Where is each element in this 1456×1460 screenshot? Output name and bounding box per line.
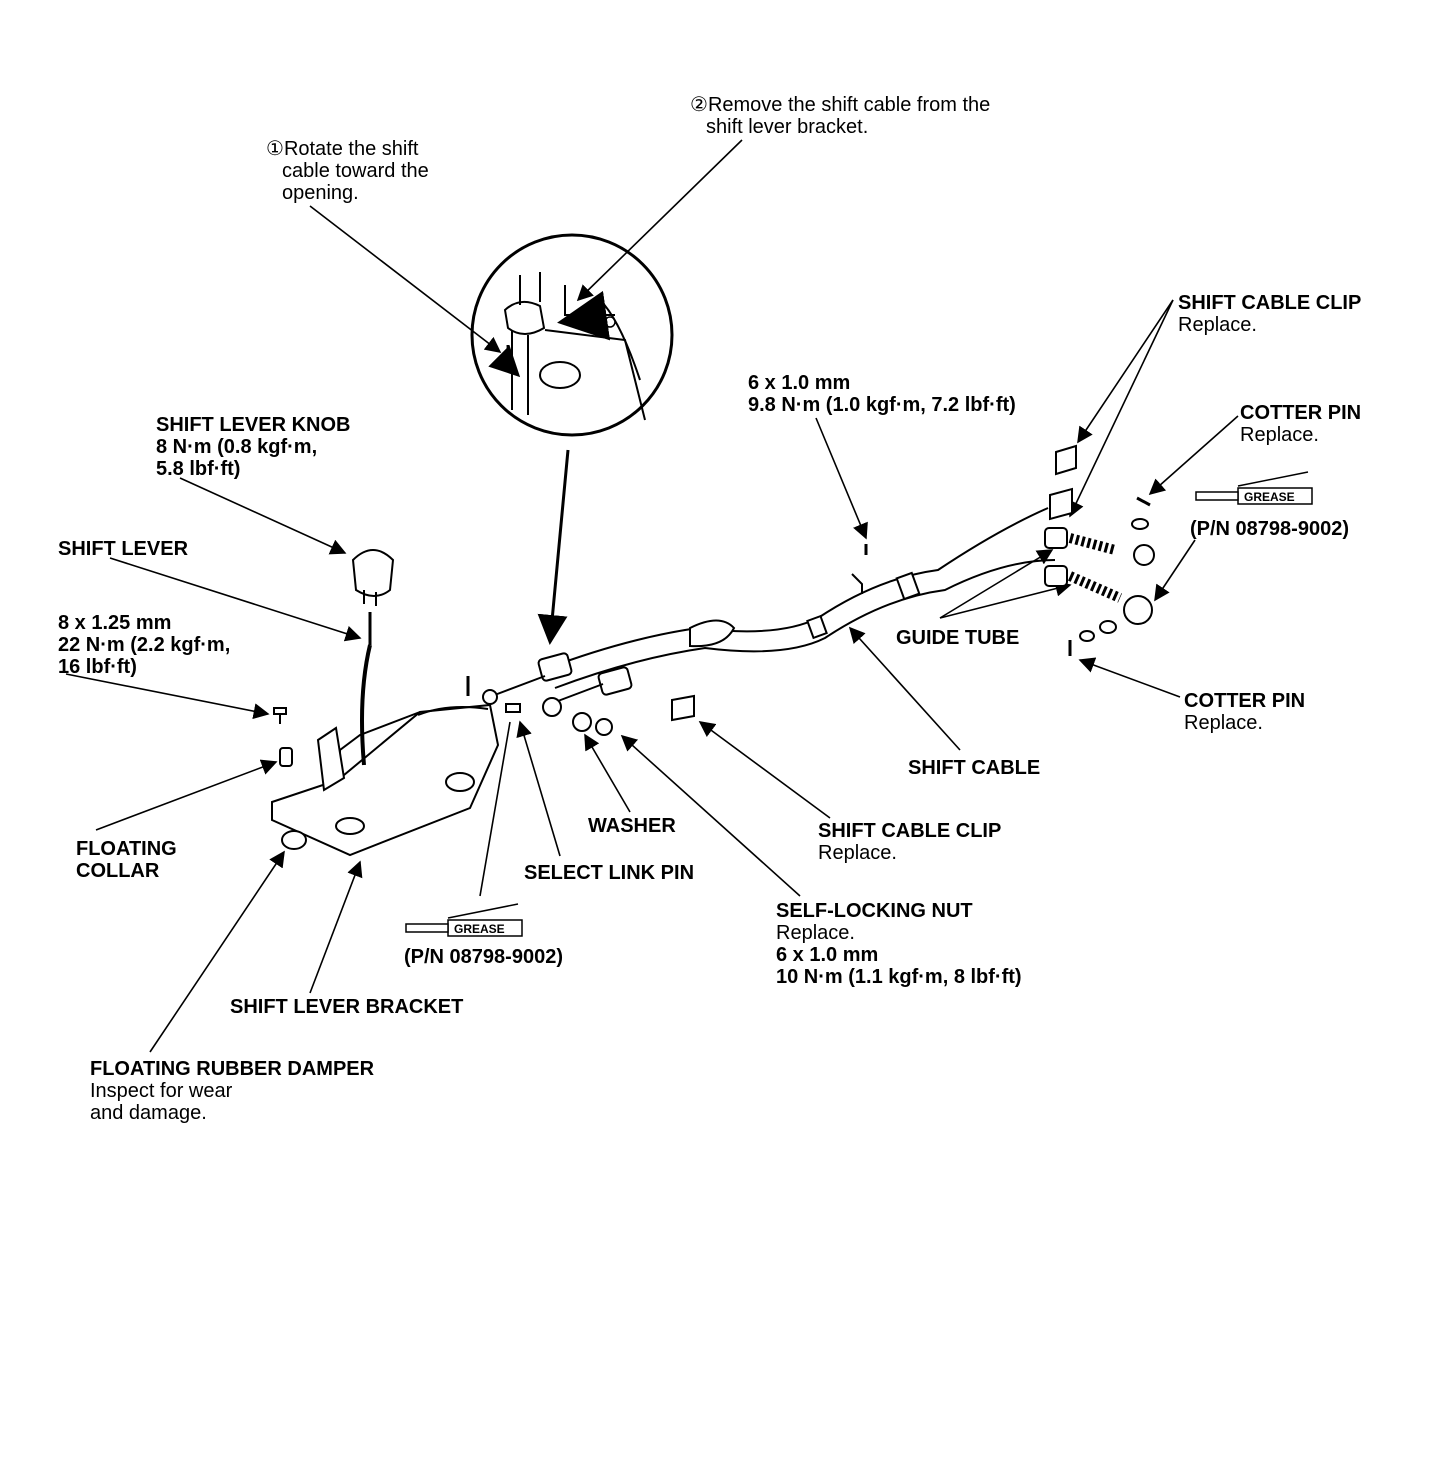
step1-line-2: cable toward the: [282, 160, 429, 182]
self-locking-nut-line-2: 10 N·m (1.1 kgf·m, 8 lbf·ft): [776, 966, 1022, 988]
step2-line-1: Remove the shift cable from the: [707, 94, 991, 116]
shift-lever-knob-title: SHIFT LEVER KNOB: [156, 414, 351, 436]
label-bolt-spec: 6 x 1.0 mm 9.8 N·m (1.0 kgf·m, 7.2 lbf·f…: [748, 372, 1016, 416]
grease-text-left: GREASE: [454, 922, 505, 936]
shift-cable-clip-top-note: Replace.: [1178, 314, 1257, 336]
leader-bracket: [309, 860, 363, 994]
lever-bolt-line-3: 16 lbf·ft): [58, 656, 137, 678]
washer-text: WASHER: [588, 815, 676, 837]
floating-collar-line-2: COLLAR: [76, 860, 160, 882]
step2-line-2: shift lever bracket.: [706, 116, 869, 138]
label-cotter-pin-top: COTTER PIN Replace.: [1240, 402, 1361, 446]
label-shift-cable: SHIFT CABLE: [908, 757, 1040, 779]
grease-text-right: GREASE: [1244, 490, 1295, 504]
step1-line-3: opening.: [282, 182, 359, 204]
leader-clip-top-b: [1068, 299, 1174, 518]
cable-assembly: [466, 444, 1155, 736]
floating-rubber-damper-note-2: and damage.: [90, 1102, 207, 1124]
leader-guide-b: [939, 580, 1072, 619]
self-locking-nut-note: Replace.: [776, 922, 855, 944]
cotter-pin-top-title: COTTER PIN: [1240, 402, 1362, 424]
step1-number: ①: [266, 138, 284, 160]
detail-circle: [470, 233, 674, 437]
cotter-pin-top-note: Replace.: [1240, 424, 1319, 446]
label-grease-pn-left: (P/N 08798-9002): [404, 946, 563, 968]
leader-washer: [584, 733, 631, 813]
leader-cotter-top: [1148, 415, 1239, 496]
label-floating-collar: FLOATING COLLAR: [76, 838, 177, 882]
floating-rubber-damper-title: FLOATING RUBBER DAMPER: [90, 1058, 375, 1080]
leader-cotter-bottom: [1078, 657, 1181, 698]
shift-lever-bracket-text: SHIFT LEVER BRACKET: [230, 996, 464, 1018]
lever-housing: [316, 726, 346, 792]
leader-shift-lever: [109, 557, 362, 642]
leader-clip-mid: [698, 721, 831, 819]
leader-grease-right: [1154, 539, 1196, 602]
shift-cable-clip-mid-note: Replace.: [818, 842, 897, 864]
leader-select-pin: [516, 720, 561, 857]
floating-rubber-damper-note-1: Inspect for wear: [90, 1080, 233, 1102]
step2-number: ②: [690, 94, 708, 116]
label-shift-lever-knob: SHIFT LEVER KNOB 8 N·m (0.8 kgf·m, 5.8 l…: [156, 414, 350, 480]
label-step2: ②Remove the shift cable from the shift l…: [690, 94, 990, 138]
bolt-spec-line-2: 9.8 N·m (1.0 kgf·m, 7.2 lbf·ft): [748, 394, 1016, 416]
label-washer: WASHER: [588, 815, 676, 837]
lever-bolt-line-2: 22 N·m (2.2 kgf·m,: [58, 634, 231, 656]
leader-collar: [95, 759, 278, 831]
floating-collar-line-1: FLOATING: [76, 838, 177, 860]
shift-lever-knob-line-2: 5.8 lbf·ft): [156, 458, 241, 480]
leader-step2: [576, 139, 743, 302]
self-locking-nut-line-1: 6 x 1.0 mm: [776, 944, 879, 966]
lever-knob-shape: [351, 549, 395, 597]
label-lever-bolt: 8 x 1.25 mm 22 N·m (2.2 kgf·m, 16 lbf·ft…: [58, 612, 230, 678]
grease-tube-right: GREASE: [1195, 471, 1313, 505]
label-shift-lever-bracket: SHIFT LEVER BRACKET: [230, 996, 463, 1018]
label-self-locking-nut: SELF-LOCKING NUT Replace. 6 x 1.0 mm 10 …: [776, 900, 1022, 988]
select-link-pin-text: SELECT LINK PIN: [524, 862, 695, 884]
leader-grease-left: [479, 721, 511, 897]
shift-lever-assembly: [271, 549, 500, 857]
self-locking-nut-title: SELF-LOCKING NUT: [776, 900, 973, 922]
step1-line-1: Rotate the shift: [283, 138, 419, 160]
label-grease-pn-right: (P/N 08798-9002): [1190, 518, 1349, 540]
label-floating-rubber-damper: FLOATING RUBBER DAMPER Inspect for wear …: [90, 1058, 374, 1124]
label-shift-cable-clip-top: SHIFT CABLE CLIP Replace.: [1178, 292, 1361, 336]
grease-tube-left: GREASE: [405, 903, 523, 937]
leader-lines: [65, 139, 1239, 1053]
leader-nut: [620, 734, 801, 897]
bolt-spec-line-1: 6 x 1.0 mm: [748, 372, 851, 394]
lever-shaft: [360, 644, 372, 766]
leader-clip-top-a: [1077, 299, 1174, 444]
grease-pn-right-text: (P/N 08798-9002): [1190, 518, 1349, 540]
shift-cable-clip-mid-title: SHIFT CABLE CLIP: [818, 820, 1002, 842]
label-shift-cable-clip-mid: SHIFT CABLE CLIP Replace.: [818, 820, 1001, 864]
label-shift-lever: SHIFT LEVER: [58, 538, 188, 560]
leader-knob: [179, 477, 347, 555]
shift-cable-clip-top-title: SHIFT CABLE CLIP: [1178, 292, 1362, 314]
leader-detail: [537, 449, 570, 645]
leader-shift-cable: [848, 626, 961, 751]
cotter-pin-bottom-title: COTTER PIN: [1184, 690, 1306, 712]
leader-step1: [309, 205, 502, 353]
guide-tube-text: GUIDE TUBE: [896, 627, 1020, 649]
label-select-link-pin: SELECT LINK PIN: [524, 862, 694, 884]
leader-damper: [149, 850, 285, 1053]
leader-bolt: [815, 417, 868, 540]
lever-bolt-line-1: 8 x 1.25 mm: [58, 612, 172, 634]
cotter-pin-bottom-note: Replace.: [1184, 712, 1263, 734]
shift-cable-text: SHIFT CABLE: [908, 757, 1041, 779]
label-cotter-pin-bottom: COTTER PIN Replace.: [1184, 690, 1305, 734]
grease-pn-left-text: (P/N 08798-9002): [404, 946, 563, 968]
shift-lever-text: SHIFT LEVER: [58, 538, 189, 560]
label-guide-tube: GUIDE TUBE: [896, 627, 1019, 649]
label-step1: ①Rotate the shift cable toward the openi…: [266, 138, 429, 204]
shift-lever-knob-line-1: 8 N·m (0.8 kgf·m,: [156, 436, 318, 458]
leader-lever-bolt: [65, 673, 270, 720]
